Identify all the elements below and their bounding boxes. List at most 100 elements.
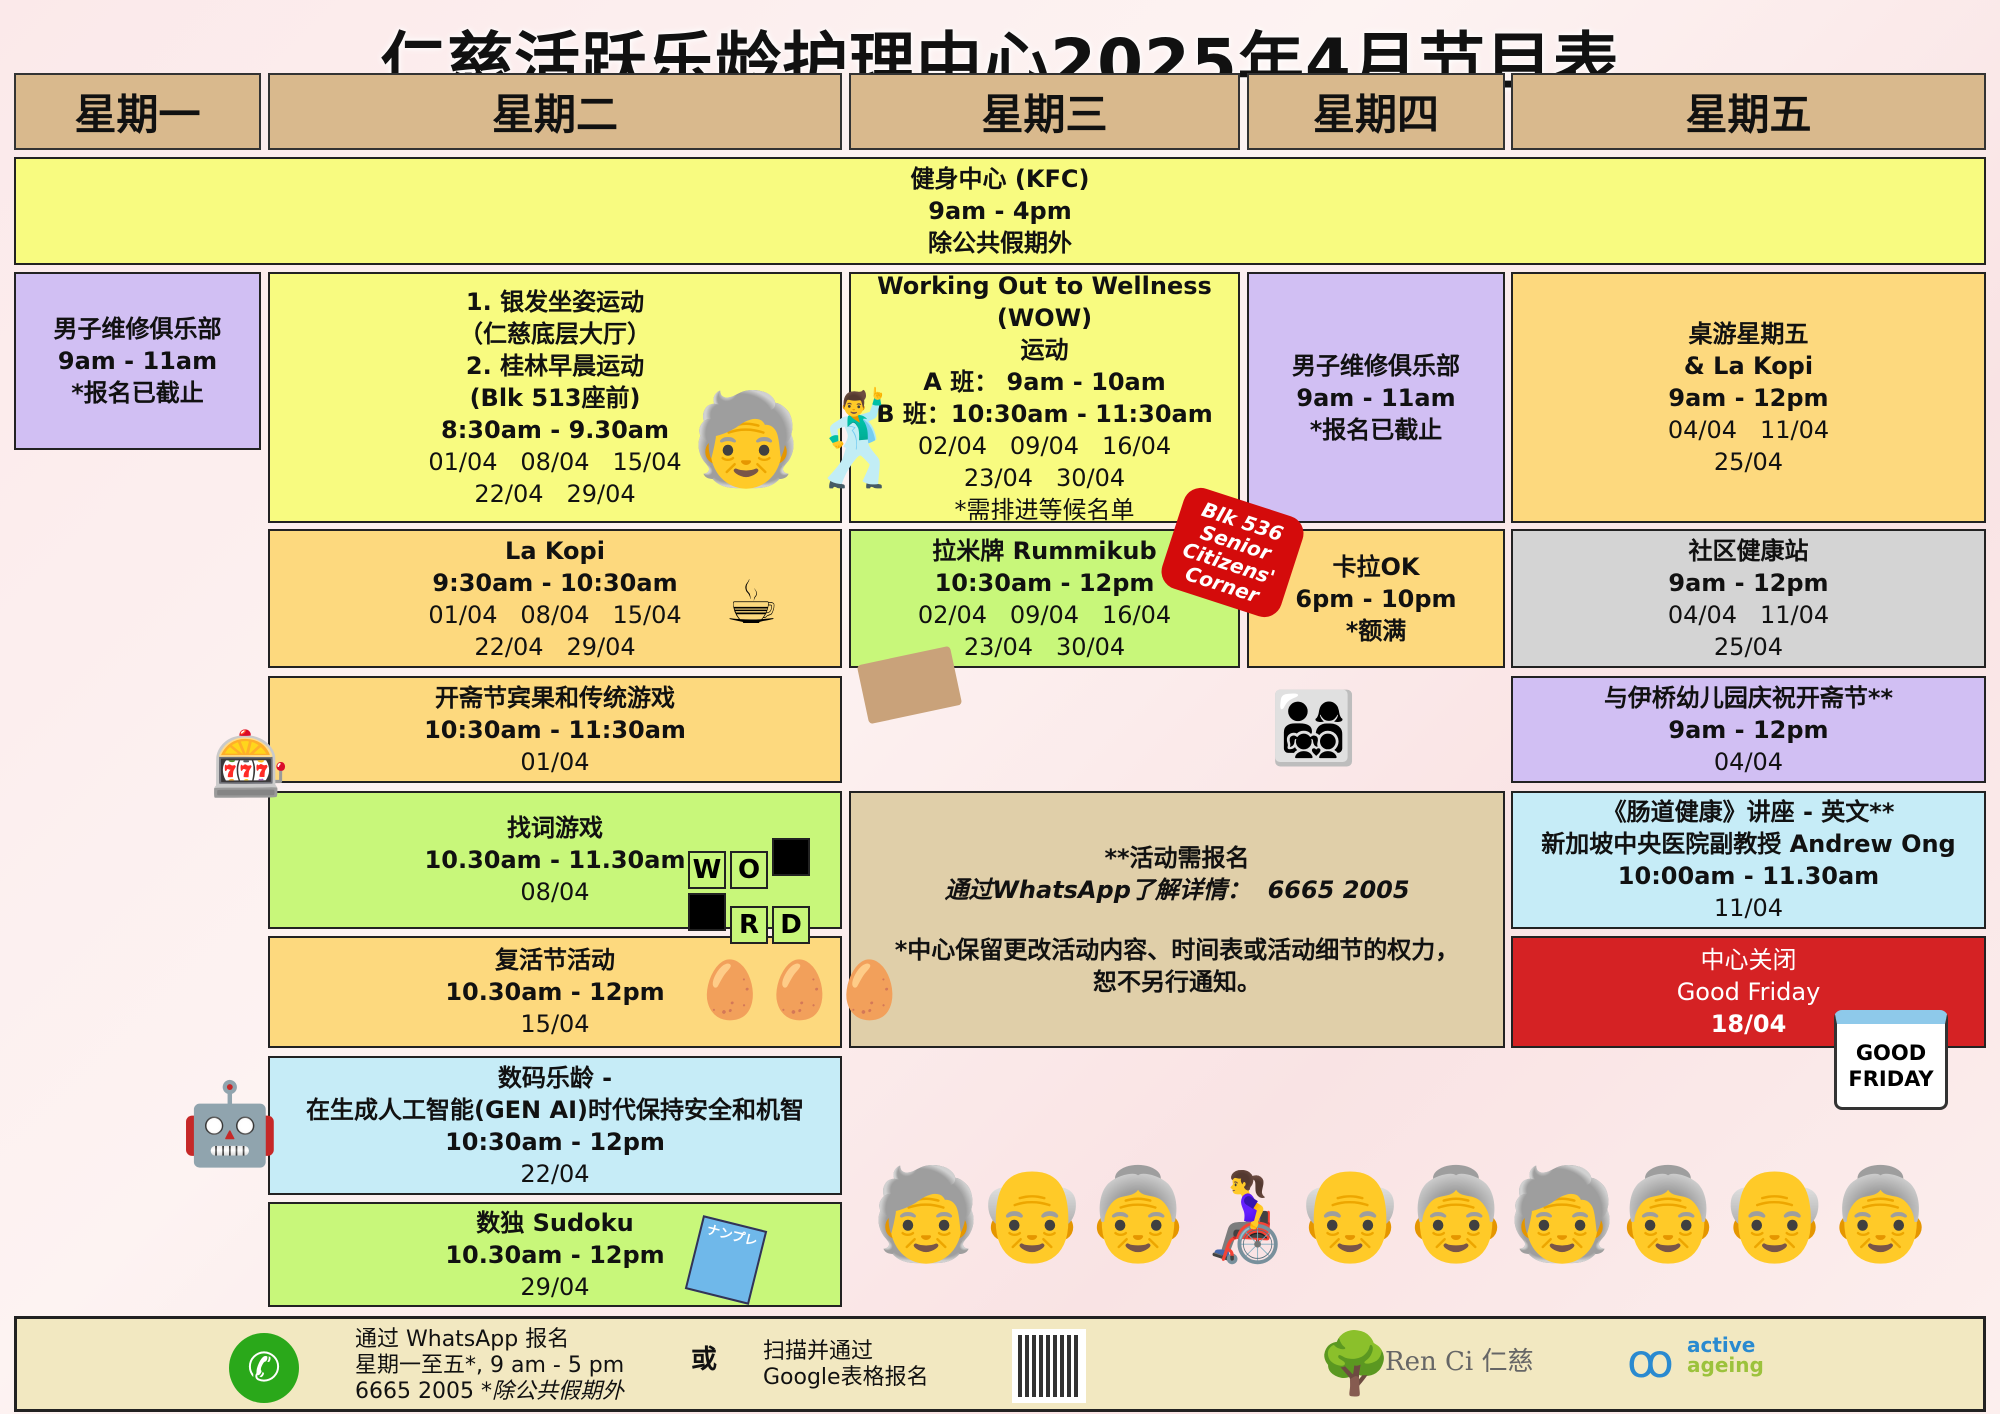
activity-time: 8:30am - 9.30am	[441, 415, 669, 444]
wed-wow: Working Out to Wellness (WOW) 运动 A 班： 9a…	[849, 271, 1240, 524]
activity-name: 开斋节宾果和传统游戏	[435, 683, 675, 712]
activity-time: 6pm - 10pm	[1295, 584, 1457, 613]
activity-name: Working Out to Wellness (WOW)	[877, 271, 1212, 332]
renci-tree-logo: 🌳	[1317, 1329, 1392, 1399]
activity-note: *需排进等候名单	[954, 495, 1135, 524]
activity-name: 《肠道健康》讲座 - 英文**	[1602, 798, 1895, 826]
tue-sudoku: 数独 Sudoku 10.30am - 12pm 29/04	[268, 1202, 842, 1307]
thu-mens-club: 男子维修俱乐部 9am - 11am *报名已截止	[1247, 272, 1505, 523]
activity-dates: 01/04 08/04 15/04	[428, 447, 682, 476]
kfc-note: 除公共假期外	[928, 229, 1072, 257]
activity-date: 11/04	[1713, 894, 1784, 922]
qr-code[interactable]	[1012, 1329, 1086, 1403]
activity-location-2: (Blk 513座前)	[469, 383, 641, 412]
active-ageing-logo-icon: ꝏ	[1627, 1334, 1674, 1388]
day-header-tue: 星期二	[268, 73, 842, 150]
activity-name: 桌游星期五	[1688, 319, 1809, 348]
activity-time: 9am - 11am	[57, 347, 218, 375]
activity-name: 找词游戏	[507, 814, 603, 842]
activity-name: 社区健康站	[1688, 536, 1809, 565]
activity-name: 男子维修俱乐部	[53, 315, 222, 343]
activity-name: 拉米牌 Rummikub	[932, 536, 1157, 565]
dancing-seniors-illustration: 🧓🕺	[690, 387, 915, 492]
google-line: Google表格报名	[763, 1365, 929, 1390]
activity-dates: 25/04	[1713, 632, 1784, 661]
activity-time: 9am - 12pm	[1668, 715, 1829, 744]
day-header-fri: 星期五	[1511, 73, 1986, 150]
logo-text: ageing	[1687, 1353, 1764, 1377]
activity-date: 22/04	[520, 1159, 590, 1188]
activity-time: 10.30am - 11.30am	[424, 846, 686, 874]
disclaimer: *中心保留更改活动内容、时间表或活动细节的权力，	[894, 935, 1460, 964]
sticker-text: ナンプレ	[705, 1222, 759, 1250]
class-a-time: A 班： 9am - 10am	[923, 367, 1166, 396]
grid-tile	[772, 838, 810, 876]
grid-tile	[688, 893, 726, 931]
day-header-wed: 星期三	[849, 73, 1240, 150]
kfc-block: 健身中心 (KFC) 9am - 4pm 除公共假期外	[14, 157, 1986, 265]
tue-exercise: 1. 银发坐姿运动 （仁慈底层大厅） 2. 桂林早晨运动 (Blk 513座前)…	[268, 272, 842, 523]
activity-dates: 01/04 08/04 15/04	[428, 600, 682, 629]
holiday-name: Good Friday	[1676, 978, 1821, 1006]
grid-tile: D	[772, 906, 810, 944]
activity-dates: 23/04 30/04	[963, 632, 1126, 661]
activity-location: （仁慈底层大厅）	[459, 319, 651, 348]
activity-name: 1. 银发坐姿运动	[465, 287, 645, 316]
google-form-info: 扫描并通过 Google表格报名	[763, 1339, 929, 1391]
active-ageing-logo: active ageing	[1687, 1335, 1764, 1375]
tue-hari-raya-bingo: 开斋节宾果和传统游戏 10:30am - 11:30am 01/04	[268, 676, 842, 783]
thu-karaoke: 卡拉OK 6pm - 10pm *额满	[1247, 529, 1505, 668]
renci-logo-text: Ren Ci 仁慈	[1385, 1347, 1534, 1377]
activity-time: 10:30am - 12pm	[445, 1127, 665, 1156]
activity-name: 数码乐龄 -	[497, 1063, 613, 1092]
activity-time: 10:30am - 11:30am	[424, 715, 686, 744]
fri-health-station: 社区健康站 9am - 12pm 04/04 11/04 25/04	[1511, 529, 1986, 668]
activity-dates: 25/04	[1713, 447, 1784, 476]
activity-time: 10.30am - 12pm	[445, 1240, 665, 1269]
activity-name-2: 2. 桂林早晨运动	[465, 351, 645, 380]
seniors-illustration: 🧓👴👵👩‍🦽👴👵🧓👵👴👵	[870, 1162, 1937, 1267]
activity-name: 男子维修俱乐部	[1292, 351, 1460, 380]
activity-subtitle: 在生成人工智能(GEN AI)时代保持安全和机智	[306, 1095, 804, 1124]
activity-note: *报名已截止	[71, 379, 204, 407]
activity-time: 9am - 12pm	[1668, 568, 1829, 597]
whatsapp-info: 通过 WhatsApp 报名 星期一至五*, 9 am - 5 pm 6665 …	[355, 1327, 624, 1405]
activity-dates: 02/04 09/04 16/04	[917, 431, 1172, 460]
whatsapp-icon[interactable]: ✆	[229, 1333, 299, 1403]
fri-gut-health-talk: 《肠道健康》讲座 - 英文** 新加坡中央医院副教授 Andrew Ong 10…	[1511, 791, 1986, 929]
activity-time: 9am - 11am	[1296, 383, 1456, 412]
activity-date: 01/04	[520, 747, 590, 776]
activity-name: 卡拉OK	[1332, 552, 1420, 581]
activity-date: 29/04	[520, 1272, 590, 1301]
activity-note: *额满	[1345, 616, 1407, 645]
activity-date: 08/04	[520, 878, 590, 906]
closed-label: 中心关闭	[1700, 946, 1797, 974]
activity-date: 04/04	[1713, 747, 1784, 776]
or-label: 或	[691, 1345, 718, 1375]
notice-line: **活动需报名	[1104, 843, 1250, 872]
activity-date: 15/04	[520, 1010, 590, 1038]
activity-dates: 04/04 11/04	[1667, 600, 1830, 629]
good-friday-calendar-badge: GOOD FRIDAY	[1834, 1010, 1948, 1110]
easter-eggs-illustration: 🥚🥚🥚	[695, 958, 905, 1023]
registration-notice: **活动需报名 通过WhatsApp了解详情： 6665 2005 *中心保留更…	[849, 791, 1505, 1048]
footer-bar: ✆ 通过 WhatsApp 报名 星期一至五*, 9 am - 5 pm 666…	[14, 1316, 1986, 1412]
google-line: 扫描并通过	[763, 1339, 874, 1364]
kfc-name: 健身中心 (KFC)	[910, 165, 1090, 193]
whatsapp-hours: 星期一至五*, 9 am - 5 pm	[355, 1353, 625, 1378]
family-illustration: 👨‍👩‍👧‍👦	[1270, 687, 1358, 769]
activity-dates: 04/04 11/04	[1667, 415, 1830, 444]
badge-text: GOOD	[1855, 1040, 1927, 1065]
speaker: 新加坡中央医院副教授 Andrew Ong	[1541, 830, 1956, 858]
activity-name: 数独 Sudoku	[476, 1208, 634, 1237]
whatsapp-number[interactable]: 6665 2005	[355, 1379, 474, 1404]
disclaimer: 恕不另行通知。	[1093, 967, 1261, 996]
logo-text: active	[1687, 1333, 1756, 1357]
activity-time: 10.30am - 12pm	[445, 978, 665, 1006]
activity-time: 10:30am - 12pm	[934, 568, 1155, 597]
activity-name: 与伊桥幼儿园庆祝开斋节**	[1603, 683, 1894, 712]
activity-name-2: 运动	[1020, 335, 1069, 364]
activity-name-2: & La Kopi	[1683, 351, 1814, 380]
coffee-cup-icon: ☕	[725, 568, 779, 638]
